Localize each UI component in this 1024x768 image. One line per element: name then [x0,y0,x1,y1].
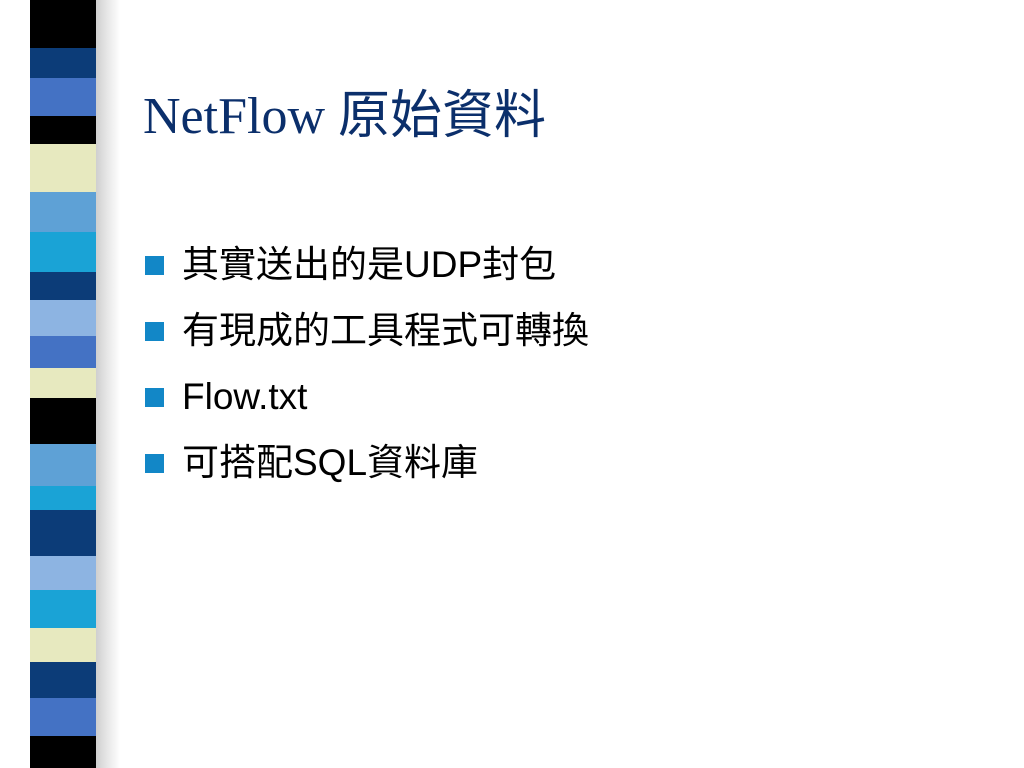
stripe-segment [30,78,96,116]
stripe-segment [30,510,96,556]
bullet-item: 可搭配SQL資料庫 [145,430,589,496]
stripe-segment [30,368,96,398]
stripe-segment [30,116,96,144]
stripe-segment [30,590,96,628]
stripe-segment [30,192,96,232]
square-bullet-icon [145,453,164,473]
stripe-segment [30,698,96,736]
square-bullet-icon [145,321,164,341]
bullet-item: 其實送出的是UDP封包 [145,232,589,298]
stripe-segment [30,628,96,662]
bullet-text: 有現成的工具程式可轉換 [182,310,589,351]
square-bullet-icon [145,255,164,275]
stripe-segment [30,144,96,192]
stripe-segment [30,48,96,78]
bullet-text: 其實送出的是UDP封包 [182,244,557,285]
stripe-segment [30,486,96,510]
bullet-text: 可搭配SQL資料庫 [182,442,479,483]
stripe-segment [30,398,96,444]
stripe-segment [30,444,96,486]
bullet-item: Flow.txt [145,364,589,430]
bullet-list: 其實送出的是UDP封包 有現成的工具程式可轉換 Flow.txt 可搭配SQL資… [145,232,589,496]
stripe-segment [30,556,96,590]
slide-title: NetFlow 原始資料 [143,88,547,145]
stripe-segment [30,272,96,300]
stripe-segment [30,336,96,368]
bullet-text: Flow.txt [182,376,308,417]
square-bullet-icon [145,387,164,407]
stripe-segment [30,736,96,768]
bullet-item: 有現成的工具程式可轉換 [145,298,589,364]
stripe-segment [30,0,96,48]
decorative-stripe [30,0,96,768]
stripe-segment [30,662,96,698]
stripe-segment [30,232,96,272]
stripe-shadow [96,0,120,768]
stripe-segment [30,300,96,336]
